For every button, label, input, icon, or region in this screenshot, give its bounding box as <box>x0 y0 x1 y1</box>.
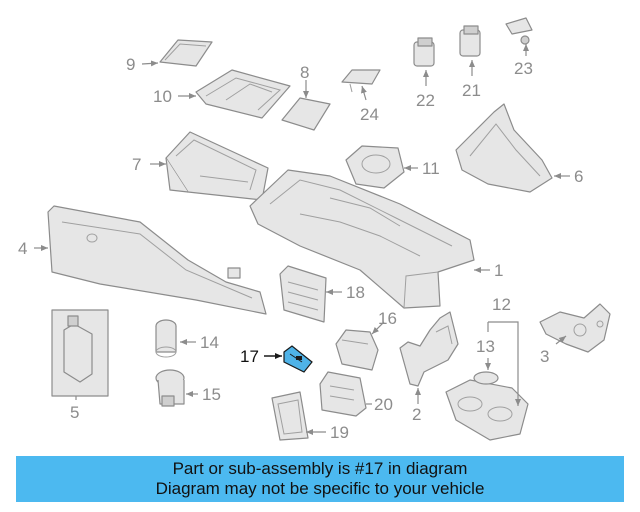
callout-15[interactable]: 15 <box>202 385 221 404</box>
part-11-cup-holder <box>345 145 405 189</box>
callout-21[interactable]: 21 <box>462 81 481 100</box>
callout-1[interactable]: 1 <box>494 261 503 280</box>
callout-14[interactable]: 14 <box>200 333 219 352</box>
part-18-module <box>279 265 327 323</box>
callout-10[interactable]: 10 <box>153 87 172 106</box>
callout-16[interactable]: 16 <box>378 309 397 328</box>
part-6-side-trim <box>455 103 553 193</box>
callout-2[interactable]: 2 <box>412 405 421 424</box>
part-10-trim-panel <box>195 69 291 119</box>
part-5-bracket <box>51 309 109 397</box>
part-9-lid-pad <box>159 39 213 67</box>
part-24-switch-cover <box>341 69 381 93</box>
callout-24[interactable]: 24 <box>360 105 379 124</box>
callout-4[interactable]: 4 <box>18 239 27 258</box>
callout-6[interactable]: 6 <box>574 167 583 186</box>
part-19-frame <box>271 391 309 441</box>
part-21-switch <box>459 25 481 57</box>
part-1-main-console <box>249 169 475 309</box>
callout-9[interactable]: 9 <box>126 55 135 74</box>
callout-20[interactable]: 20 <box>374 395 393 414</box>
callout-12[interactable]: 12 <box>492 295 511 314</box>
callout-13[interactable]: 13 <box>476 337 495 356</box>
callout-17[interactable]: 17 <box>240 347 259 366</box>
callout-5[interactable]: 5 <box>70 403 79 422</box>
callout-22[interactable]: 22 <box>416 91 435 110</box>
part-15-socket <box>155 369 185 407</box>
callout-18[interactable]: 18 <box>346 283 365 302</box>
part-12-cup-holder-assembly <box>445 379 529 441</box>
callout-8[interactable]: 8 <box>300 63 309 82</box>
callout-3[interactable]: 3 <box>540 347 549 366</box>
part-8-mat <box>281 97 331 131</box>
callout-23[interactable]: 23 <box>514 59 533 78</box>
part-13-cup-insert <box>473 371 499 385</box>
callout-7[interactable]: 7 <box>132 155 141 174</box>
part-22-switch <box>413 37 435 67</box>
part-3-bracket <box>539 303 611 353</box>
part-16-tray <box>335 329 379 371</box>
info-banner: Part or sub-assembly is #17 in diagram D… <box>16 456 624 502</box>
part-2-brace <box>399 311 459 387</box>
part-7-storage-bin <box>165 131 269 201</box>
part-23-switch <box>505 17 533 45</box>
part-17-highlighted[interactable] <box>283 345 313 373</box>
banner-line-2: Diagram may not be specific to your vehi… <box>155 479 485 498</box>
parts-diagram: 9 10 8 24 22 21 23 7 <box>18 17 611 442</box>
banner-line-1: Part or sub-assembly is #17 in diagram <box>172 459 468 478</box>
part-20-plate <box>319 371 367 417</box>
callout-19[interactable]: 19 <box>330 423 349 442</box>
callout-11[interactable]: 11 <box>422 159 440 178</box>
part-4-side-panel <box>47 205 267 315</box>
part-14-socket <box>155 319 177 358</box>
